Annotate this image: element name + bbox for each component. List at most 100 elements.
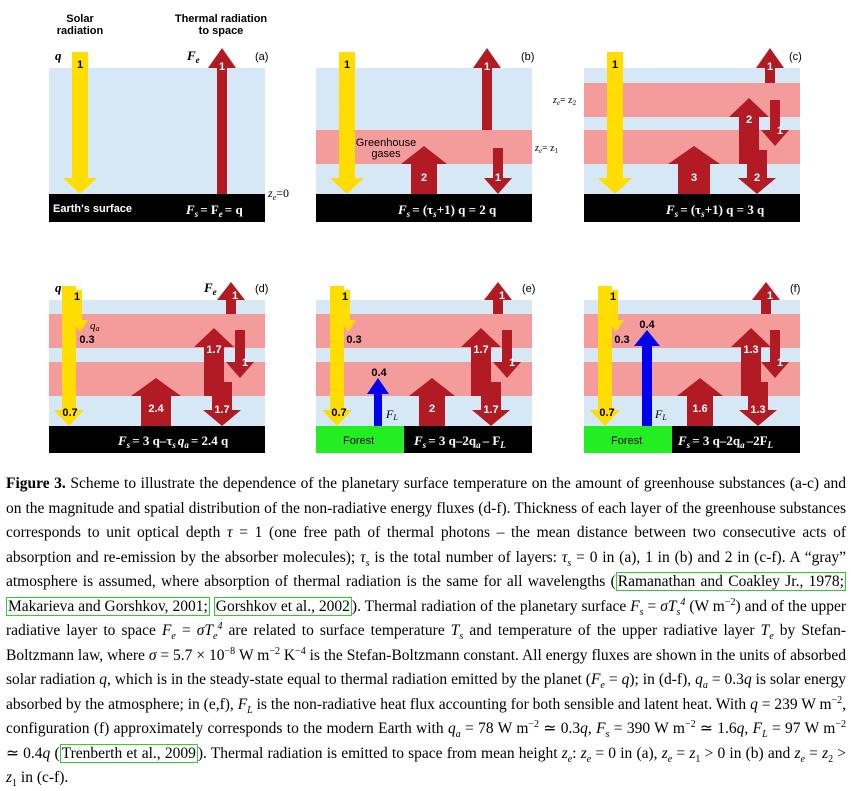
flux-label: 1 [242, 357, 248, 369]
mid-down-arrow [226, 330, 254, 378]
down-arrow [472, 382, 510, 426]
flux-label: 1.7 [206, 344, 221, 356]
z-label: ze= z1 [534, 143, 559, 155]
greenhouse-label: Greenhouse [356, 137, 417, 149]
equation: Fs= (τs+1) q = 3 q [665, 202, 765, 219]
citation-link[interactable]: Trenberth et al., 2009 [59, 743, 198, 763]
figure-diagram: Solar radiation Thermal radiation to spa… [49, 13, 802, 453]
panel-id: (b) [521, 51, 534, 63]
flux-label: 1 [232, 290, 238, 302]
caption-text: and temperature of the upper radiative l… [469, 622, 755, 639]
q-symbol: q [55, 280, 62, 295]
absorbed-arrow [72, 290, 88, 332]
greenhouse-label-2: gases [371, 148, 401, 160]
figure-label: Figure 3. [6, 475, 66, 492]
flux-label: 1 [767, 61, 773, 73]
up-arrow [409, 378, 455, 426]
flux-label: 0.4 [639, 319, 655, 331]
flux-label: 1 [499, 290, 505, 302]
surface [404, 426, 532, 453]
flux-label: 1 [77, 59, 83, 71]
panel-id: (a) [255, 51, 268, 63]
surface-label: Earth's surface [53, 203, 132, 215]
surface [316, 194, 532, 222]
flux-label: 2 [421, 172, 427, 184]
thermal-label-2: to space [199, 25, 244, 37]
equation: Fs= (τs+1) q = 2 q [397, 202, 497, 219]
flux-label: 2 [429, 403, 435, 415]
panel-id: (c) [789, 51, 802, 63]
thermal-arrow [756, 48, 784, 83]
qa-symbol: qa [90, 320, 100, 333]
nonradiative-arrow [634, 330, 660, 426]
flux-label: 2.4 [148, 403, 164, 415]
ze-label: ze=0 [267, 186, 289, 202]
mid-up-arrow [194, 328, 234, 396]
caption-text: , configuration (f) approximately corres… [6, 695, 847, 738]
flux-label: 1 [219, 61, 225, 73]
flux-label: 1 [484, 61, 490, 73]
solar-arrow [54, 286, 84, 426]
caption-text: are related to surface temperature [228, 622, 445, 639]
equation: Fs= Fe= q [185, 202, 243, 219]
forest [584, 426, 672, 453]
surface [49, 194, 265, 222]
flux-label: 0.7 [331, 407, 346, 419]
panel-b: 1 1 2 1 Greenhouse gases (b) ze= z1 Fs= … [316, 48, 559, 222]
flux-label: 1 [612, 59, 618, 71]
fl-symbol: FL [654, 407, 667, 422]
fl-symbol: FL [385, 407, 398, 422]
figure-caption: Figure 3. Scheme to illustrate the depen… [6, 475, 847, 790]
down-arrow [484, 148, 512, 194]
solar-label-2: radiation [57, 25, 104, 37]
thermal-arrow [473, 48, 501, 130]
mid-up-arrow [731, 328, 771, 396]
panel-a: 1 1 q Fe (a) Earth's surface Fs= Fe= q z… [49, 48, 289, 222]
flux-label: 1 [777, 357, 783, 369]
caption-text: Scheme to illustrate the dependence of t… [6, 475, 847, 541]
up-arrow [668, 146, 720, 194]
nonradiative-arrow [367, 378, 389, 426]
absorbed-arrow [608, 290, 624, 332]
mid-up-arrow [729, 98, 769, 164]
citation-link[interactable]: Gorshkov et al., 2002 [213, 596, 352, 616]
solar-arrow [63, 52, 97, 194]
mid-up-arrow [461, 328, 501, 396]
flux-label: 1 [610, 291, 616, 303]
citation-link[interactable]: Makarieva and Gorshkov, 2001; [6, 596, 210, 616]
panel-id: (f) [790, 283, 800, 295]
caption-text: and of the upper radiative layer to spac… [6, 597, 847, 640]
flux-label: 1.3 [743, 344, 758, 356]
flux-label: 1.6 [692, 403, 707, 415]
caption-text: in (a), 1 in (b) and 2 in (c-f). A “gray… [6, 548, 847, 591]
panel-c: 1 1 2 1 3 2 (c) ze= z2 z Fs= (τs+1) q = … [552, 48, 802, 222]
absorbed-arrow [340, 290, 356, 332]
down-arrow [738, 150, 776, 194]
equation: Fs= 3 q–2qa– FL [413, 433, 506, 450]
flux-label: 1 [509, 357, 515, 369]
caption-text: , which is in the steady-state equal to … [106, 671, 591, 688]
flux-label: 0.3 [614, 334, 629, 346]
solar-arrow [330, 52, 364, 194]
caption-text: is the non-radiative heat flux accountin… [256, 695, 747, 713]
flux-label: 2 [746, 114, 752, 126]
panel-e: 1 0.3 0.7 0.4 FL 1 1.7 1 2 1.7 (e) Fores… [316, 282, 535, 453]
up-arrow [401, 146, 447, 194]
surface [49, 426, 265, 453]
q-symbol: q [55, 48, 62, 63]
flux-label: 1.7 [473, 344, 488, 356]
caption-text: in (b) and [729, 744, 791, 762]
flux-label: 1 [767, 290, 773, 302]
mid-down-arrow [761, 330, 789, 378]
flux-label: 3 [691, 172, 697, 184]
thermal-label: Thermal radiation [175, 13, 268, 25]
caption-text: in (a), [620, 744, 658, 762]
flux-label: 1.7 [214, 404, 229, 416]
flux-label: 0.7 [599, 407, 614, 419]
caption-text: in (c-f). [20, 769, 69, 786]
solar-label: Solar [66, 13, 94, 25]
fe-symbol: Fe [186, 48, 200, 65]
flux-label: 1 [495, 172, 501, 184]
citation-link[interactable]: Ramanathan and Coakley Jr., 1978; [615, 572, 846, 591]
